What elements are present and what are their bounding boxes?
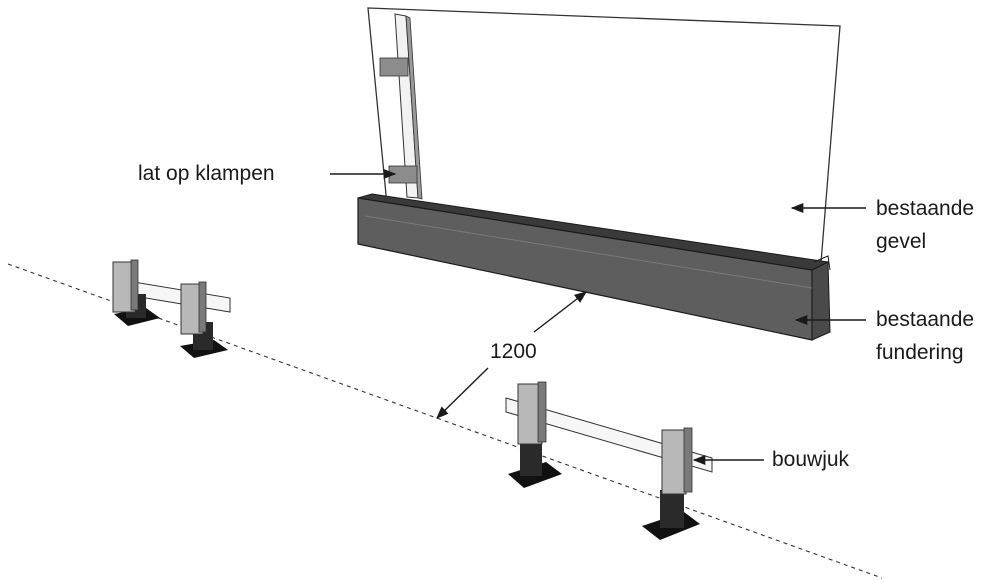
bouwjuk-label: bouwjuk — [772, 448, 850, 471]
bestaande-fundering-label-line1: bestaande — [876, 308, 975, 331]
lat-op-klampen-label: lat op klampen — [138, 162, 275, 185]
batter-board-right — [505, 381, 713, 540]
bestaande-fundering-label-line2: fundering — [876, 341, 964, 364]
batter-board-left — [112, 259, 231, 358]
cleat-upper — [379, 57, 409, 77]
bestaande-gevel-label-line2: gevel — [876, 230, 927, 253]
dimension-1200-label: 1200 — [490, 340, 537, 363]
bestaande-gevel-label-line1: bestaande — [876, 197, 975, 220]
dimension-1200-arrows — [436, 291, 587, 419]
existing-foundation — [357, 193, 831, 341]
